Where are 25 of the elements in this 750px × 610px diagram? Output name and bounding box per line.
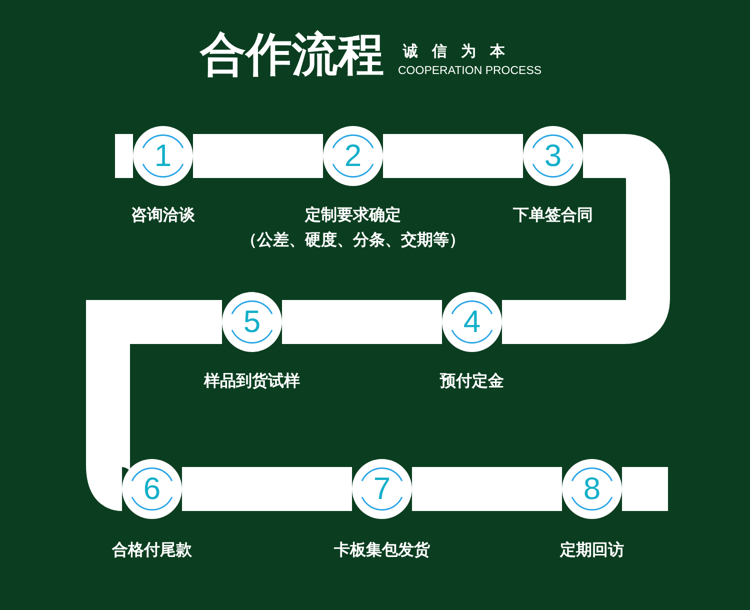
step-label: 定期回访: [560, 539, 624, 561]
step-label: 预付定金: [440, 370, 504, 392]
title: 合作流程: [200, 26, 384, 82]
step-label: 卡板集包发货: [334, 539, 430, 561]
step-label: 下单签合同: [513, 204, 593, 226]
step-label: 定制要求确定: [305, 204, 401, 226]
motto: 诚信为本: [403, 42, 519, 60]
step-label: 样品到货试样: [204, 370, 300, 392]
path-band: [282, 300, 442, 344]
subtitle: COOPERATION PROCESS: [398, 64, 542, 78]
step-number: 8: [583, 472, 601, 506]
path-band: [412, 467, 562, 511]
step-number: 2: [344, 139, 362, 173]
step-number: 4: [463, 305, 481, 339]
step-number: 6: [143, 472, 161, 506]
step-label: 合格付尾款: [112, 539, 192, 561]
path-band: [182, 467, 352, 511]
step-number: 5: [243, 305, 261, 339]
step-label: 咨询洽谈: [131, 204, 195, 226]
step-label: （公差、硬度、分条、交期等）: [241, 229, 465, 251]
path-band: [193, 134, 323, 178]
path-band: [383, 134, 523, 178]
step-number: 7: [373, 472, 391, 506]
step-number: 1: [154, 139, 172, 173]
step-number: 3: [544, 139, 562, 173]
